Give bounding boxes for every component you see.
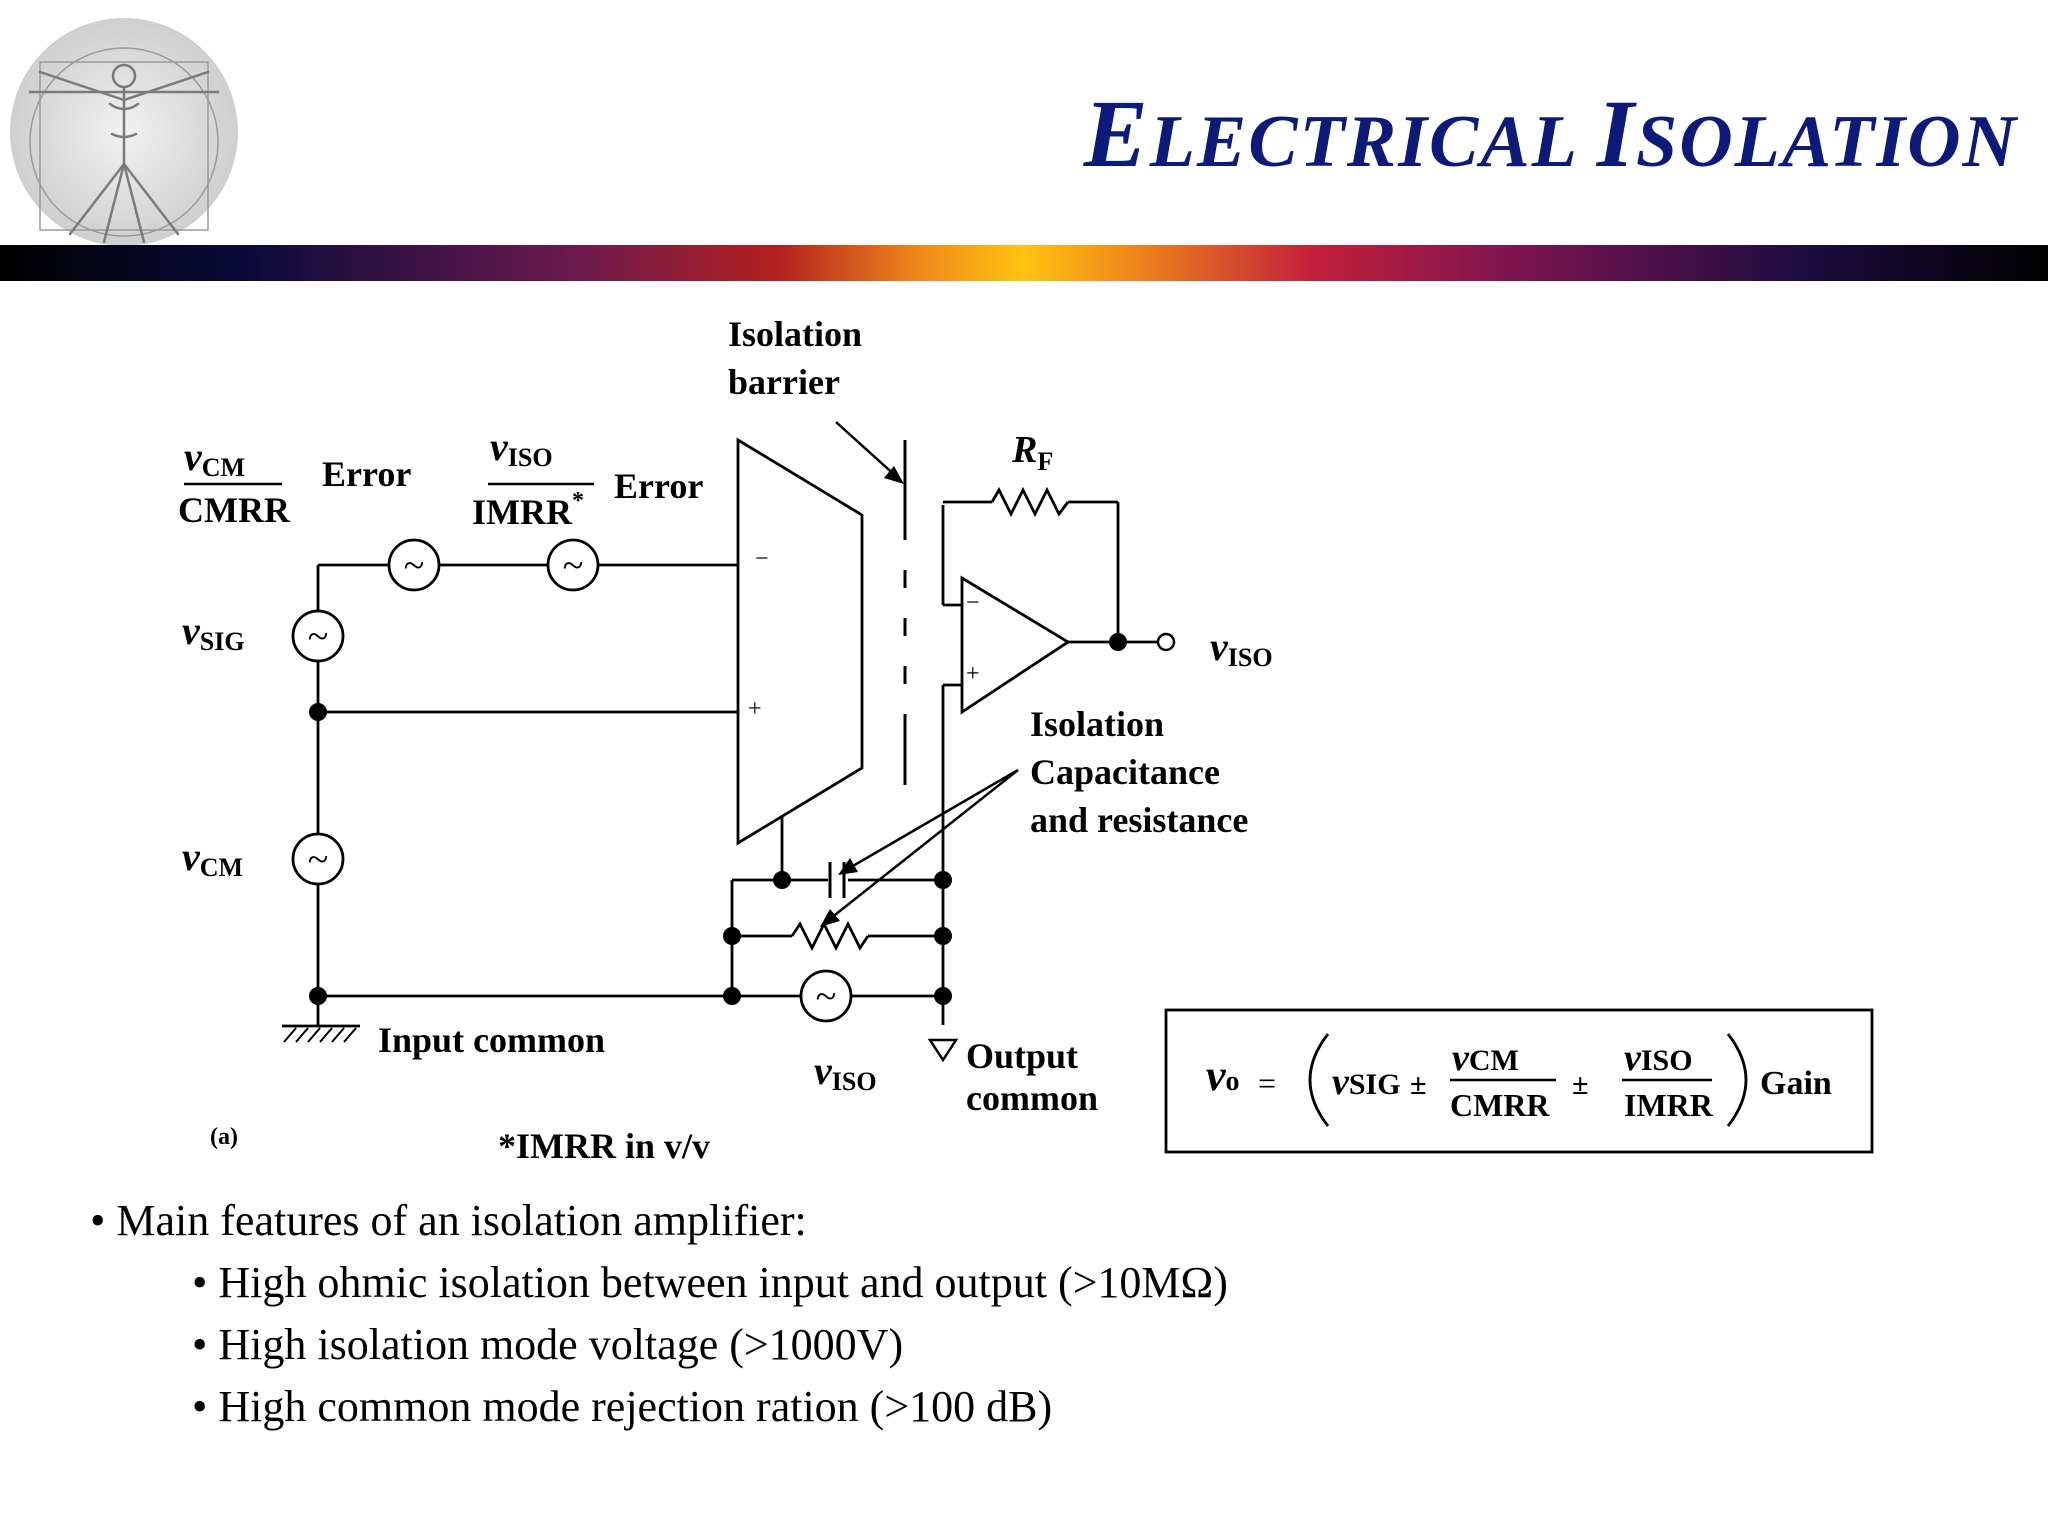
vcm-cmrr-numerator: vCM <box>184 434 245 482</box>
vcm-cmrr-error-source-icon <box>387 538 441 592</box>
input-ground-icon <box>283 1027 357 1043</box>
vsig-label: vSIG <box>182 608 245 656</box>
isolation-barrier-label-2: barrier <box>728 362 840 402</box>
figure-label: (a) <box>210 1124 238 1150</box>
vcm-label: vCM <box>182 834 243 882</box>
isolation-capacitor-icon <box>828 862 846 898</box>
input-amp-minus: − <box>755 546 769 572</box>
formula-vsig: vSIG <box>1332 1061 1401 1103</box>
feature-bullet-list: • Main features of an isolation amplifie… <box>90 1190 1990 1438</box>
feedback-resistor-icon <box>990 486 1070 518</box>
formula-left-paren <box>1308 1033 1330 1127</box>
formula-pm-1: ± <box>1410 1068 1426 1101</box>
source-glyph: ~ <box>816 976 837 1018</box>
isolation-capacitance-label: Isolation <box>1030 704 1164 744</box>
formula-right-paren <box>1726 1033 1748 1127</box>
source-glyph: ~ <box>308 616 329 658</box>
error-label-2: Error <box>614 466 703 506</box>
formula-frac1-num: vCM <box>1452 1037 1519 1079</box>
bullet-main: • Main features of an isolation amplifie… <box>90 1196 807 1245</box>
input-amplifier-stage <box>736 437 864 846</box>
output-ground-icon <box>927 1038 959 1063</box>
bullet-item: • High common mode rejection ration (>10… <box>192 1382 1053 1431</box>
error-label-1: Error <box>322 454 411 494</box>
vsig-source-icon <box>291 609 345 663</box>
formula-frac1-den: CMRR <box>1450 1087 1550 1123</box>
output-common-label: Output <box>966 1036 1078 1076</box>
output-terminal-icon <box>1156 632 1176 652</box>
junction-dots <box>309 633 1127 1005</box>
vcm-cmrr-denominator: CMRR <box>178 490 291 530</box>
viso-imrr-numerator: vISO <box>490 424 553 472</box>
isolation-capacitance-label-2: Capacitance <box>1030 752 1220 792</box>
source-glyph: ~ <box>404 545 425 587</box>
header-gradient-bar <box>0 245 2048 281</box>
slide-title: ELECTRICAL ISOLATION <box>1083 80 2018 187</box>
bullet-item: • High isolation mode voltage (>1000V) <box>192 1320 904 1369</box>
output-amp-minus: − <box>966 590 980 616</box>
formula-gain: Gain <box>1760 1065 1832 1102</box>
vcm-source-icon <box>291 832 345 886</box>
imrr-note: *IMRR in v/v <box>498 1126 710 1166</box>
formula-frac2-num: vISO <box>1624 1037 1693 1079</box>
output-common-label-2: common <box>966 1078 1098 1118</box>
rf-label: RF <box>1011 429 1053 476</box>
output-amp-plus: + <box>966 661 980 687</box>
viso-imrr-error-source-icon <box>546 538 600 592</box>
viso-source-icon <box>799 969 853 1023</box>
input-common-label: Input common <box>378 1020 605 1060</box>
viso-imrr-denominator: IMRR* <box>472 488 584 532</box>
viso-bottom-label: vISO <box>814 1048 877 1096</box>
input-amp-plus: + <box>748 696 762 722</box>
viso-output-label: vISO <box>1210 624 1273 672</box>
output-opamp-icon <box>960 575 1071 715</box>
formula-pm-2: ± <box>1572 1068 1588 1101</box>
formula-vo: vo <box>1206 1051 1240 1100</box>
bullet-item: • High ohmic isolation between input and… <box>192 1258 1228 1307</box>
source-glyph: ~ <box>308 839 329 881</box>
formula-frac2-den: IMRR <box>1624 1087 1714 1123</box>
vitruvian-logo-icon <box>10 18 238 246</box>
formula-equals: = <box>1258 1065 1276 1101</box>
isolation-barrier-label: Isolation <box>728 314 862 354</box>
isolation-resistor-icon <box>790 920 870 952</box>
source-glyph: ~ <box>563 545 584 587</box>
isolation-capacitance-label-3: and resistance <box>1030 800 1248 840</box>
